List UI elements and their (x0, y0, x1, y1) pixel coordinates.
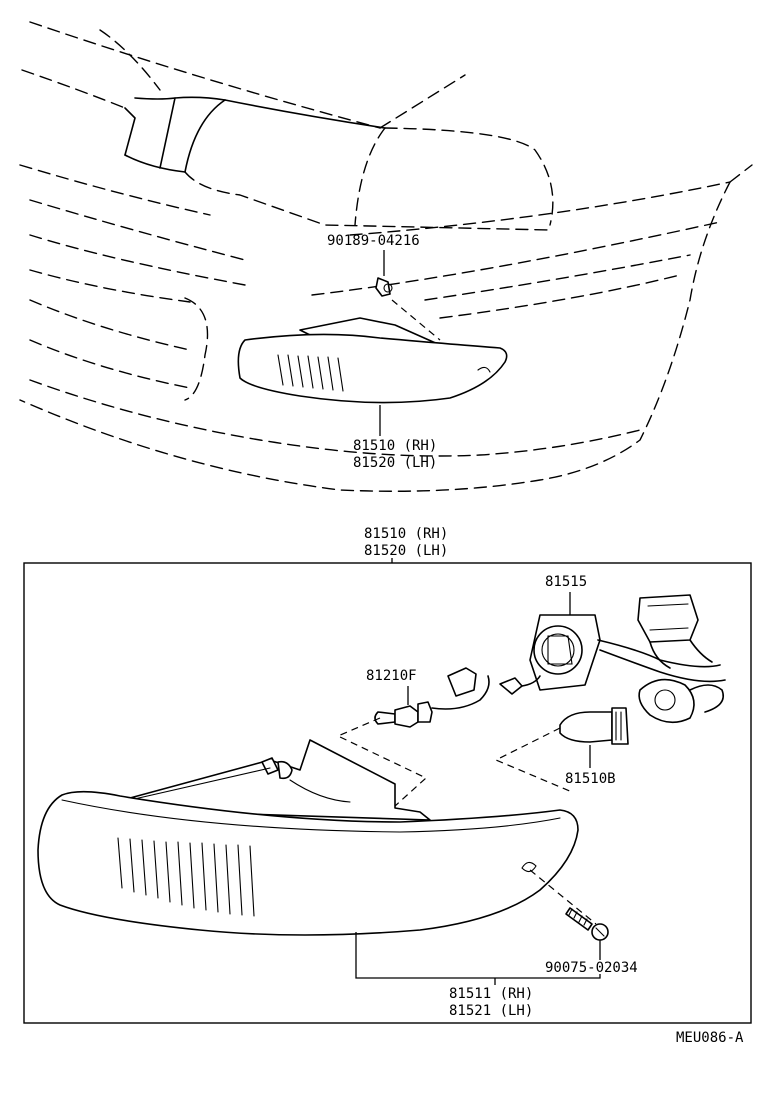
large-bulb (559, 707, 629, 768)
lens-leader (355, 932, 601, 985)
lamp-part-number-lh: 81520 (LH) (353, 455, 437, 471)
screw (529, 869, 609, 960)
socket-harness (529, 592, 726, 724)
clip-part-number: 90189-04216 (327, 233, 420, 249)
assembly-part-number-rh: 81510 (RH) (364, 526, 448, 542)
lens-grille (117, 837, 255, 917)
lamp-part-number-rh: 81510 (RH) (353, 438, 437, 454)
assembly-part-number-lh: 81520 (LH) (364, 543, 448, 559)
large-bulb-part-number: 81510B (565, 771, 616, 787)
installed-lamp (237, 317, 508, 436)
lamp-lens (37, 790, 579, 936)
alignment-guides (336, 717, 573, 807)
small-bulb-part-number: 81210F (366, 668, 417, 684)
lamp-housing (119, 739, 431, 821)
figure-code: MEU086-A (676, 1030, 744, 1046)
screw-part-number: 90075-02034 (545, 960, 638, 976)
car-body-outline (19, 21, 753, 492)
lens-part-number-rh: 81511 (RH) (449, 986, 533, 1002)
lens-part-number-lh: 81521 (LH) (449, 1003, 533, 1019)
socket-harness-part-number: 81515 (545, 574, 587, 590)
detail-frame (23, 562, 752, 1024)
clip-part-top (375, 250, 441, 341)
lamp-grille-top (277, 354, 344, 392)
